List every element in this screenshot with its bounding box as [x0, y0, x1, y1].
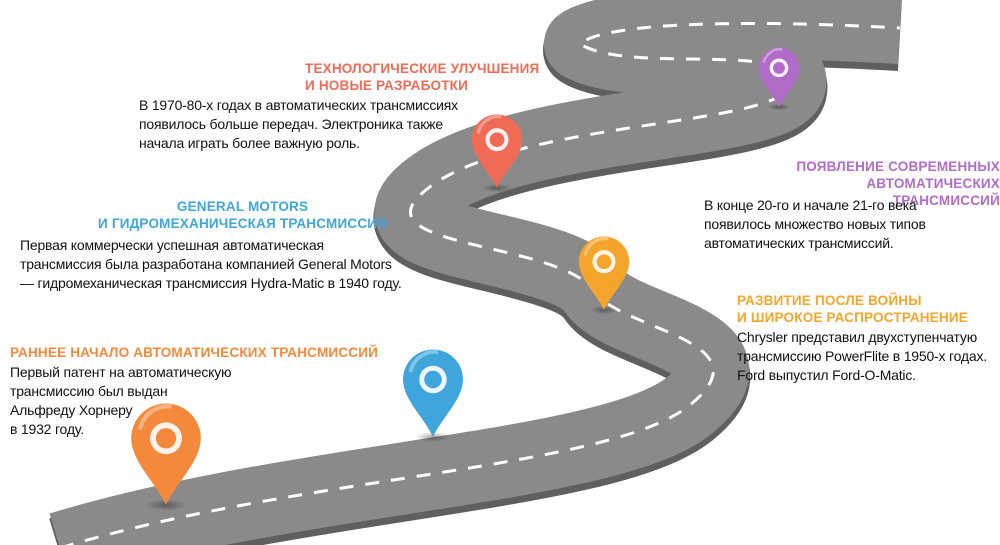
milestone-text-line: Первый патент на автоматическую	[10, 364, 232, 380]
milestone-title-line: GENERAL MOTORS	[176, 199, 309, 214]
milestone-text-gm: Первая коммерчески успешная автоматическ…	[20, 236, 402, 293]
map-pin-icon	[758, 47, 800, 111]
milestone-text-line: появилось множество новых типов	[704, 216, 926, 232]
milestone-title-line: АВТОМАТИЧЕСКИХ ТРАНСМИССИЙ	[866, 176, 1000, 208]
milestone-title-line: РАННЕЕ НАЧАЛО АВТОМАТИЧЕСКИХ ТРАНСМИССИЙ	[10, 345, 379, 360]
map-pin-icon	[578, 236, 630, 315]
milestone-text-line: автоматических трансмиссий.	[704, 235, 894, 251]
milestone-title-early: РАННЕЕ НАЧАЛО АВТОМАТИЧЕСКИХ ТРАНСМИССИЙ	[10, 344, 378, 361]
milestone-title-line: ТЕХНОЛОГИЧЕСКИЕ УЛУЧШЕНИЯ	[305, 61, 540, 76]
milestone-text-line: В конце 20-го и начале 21-го века	[704, 197, 917, 213]
milestone-text-line: трансмиссия была разработана компанией G…	[20, 256, 392, 272]
milestone-text-line: Первая коммерчески успешная автоматическ…	[20, 237, 324, 253]
milestone-title-postwar: РАЗВИТИЕ ПОСЛЕ ВОЙНЫ И ШИРОКОЕ РАСПРОСТР…	[737, 292, 968, 326]
milestone-text-line: появилось больше передач. Электроника та…	[139, 116, 443, 132]
milestone-text-modern: В конце 20-го и начале 21-го века появил…	[704, 196, 926, 253]
road-center-line	[64, 21, 901, 545]
map-pin-icon	[471, 114, 523, 193]
milestone-text-early: Первый патент на автоматическую трансмис…	[10, 363, 232, 439]
milestone-text-line: Ford выпустил Ford-O-Matic.	[737, 367, 916, 383]
milestone-title-line: И НОВЫЕ РАЗРАБОТКИ	[305, 78, 469, 93]
milestone-title-line: И ШИРОКОЕ РАСПРОСТРАНЕНИЕ	[737, 310, 968, 325]
milestone-title-modern: ПОЯВЛЕНИЕ СОВРЕМЕННЫХ АВТОМАТИЧЕСКИХ ТРА…	[762, 158, 1000, 209]
milestone-text-line: — гидромеханическая трансмиссия Hydra-Ma…	[20, 275, 402, 291]
milestone-title-line: ПОЯВЛЕНИЕ СОВРЕМЕННЫХ	[796, 159, 1000, 174]
milestone-text-line: трансмиссию PowerFlite в 1950-х годах.	[737, 348, 987, 364]
map-pin-icon	[403, 349, 463, 442]
milestone-title-tech: ТЕХНОЛОГИЧЕСКИЕ УЛУЧШЕНИЯ И НОВЫЕ РАЗРАБ…	[305, 60, 539, 94]
milestone-text-line: в 1932 году.	[10, 421, 84, 437]
milestone-text-line: Chrysler представил двухступенчатую	[737, 329, 978, 345]
milestone-title-line: РАЗВИТИЕ ПОСЛЕ ВОЙНЫ	[737, 293, 922, 308]
milestone-text-line: В 1970-80-х годах в автоматических транс…	[139, 97, 458, 113]
map-pin-icon	[131, 403, 201, 511]
milestone-text-line: трансмиссию был выдан	[10, 383, 168, 399]
milestone-text-tech: В 1970-80-х годах в автоматических транс…	[139, 96, 458, 153]
milestone-text-line: начала играть более важную роль.	[139, 135, 360, 151]
milestone-text-line: Альфреду Хорнеру	[10, 402, 133, 418]
milestone-text-postwar: Chrysler представил двухступенчатую тран…	[737, 328, 987, 385]
milestone-title-line: И ГИДРОМЕХАНИЧЕСКАЯ ТРАНСМИССИЯ	[98, 216, 388, 231]
milestone-title-gm: GENERAL MOTORS И ГИДРОМЕХАНИЧЕСКАЯ ТРАНС…	[98, 198, 387, 232]
